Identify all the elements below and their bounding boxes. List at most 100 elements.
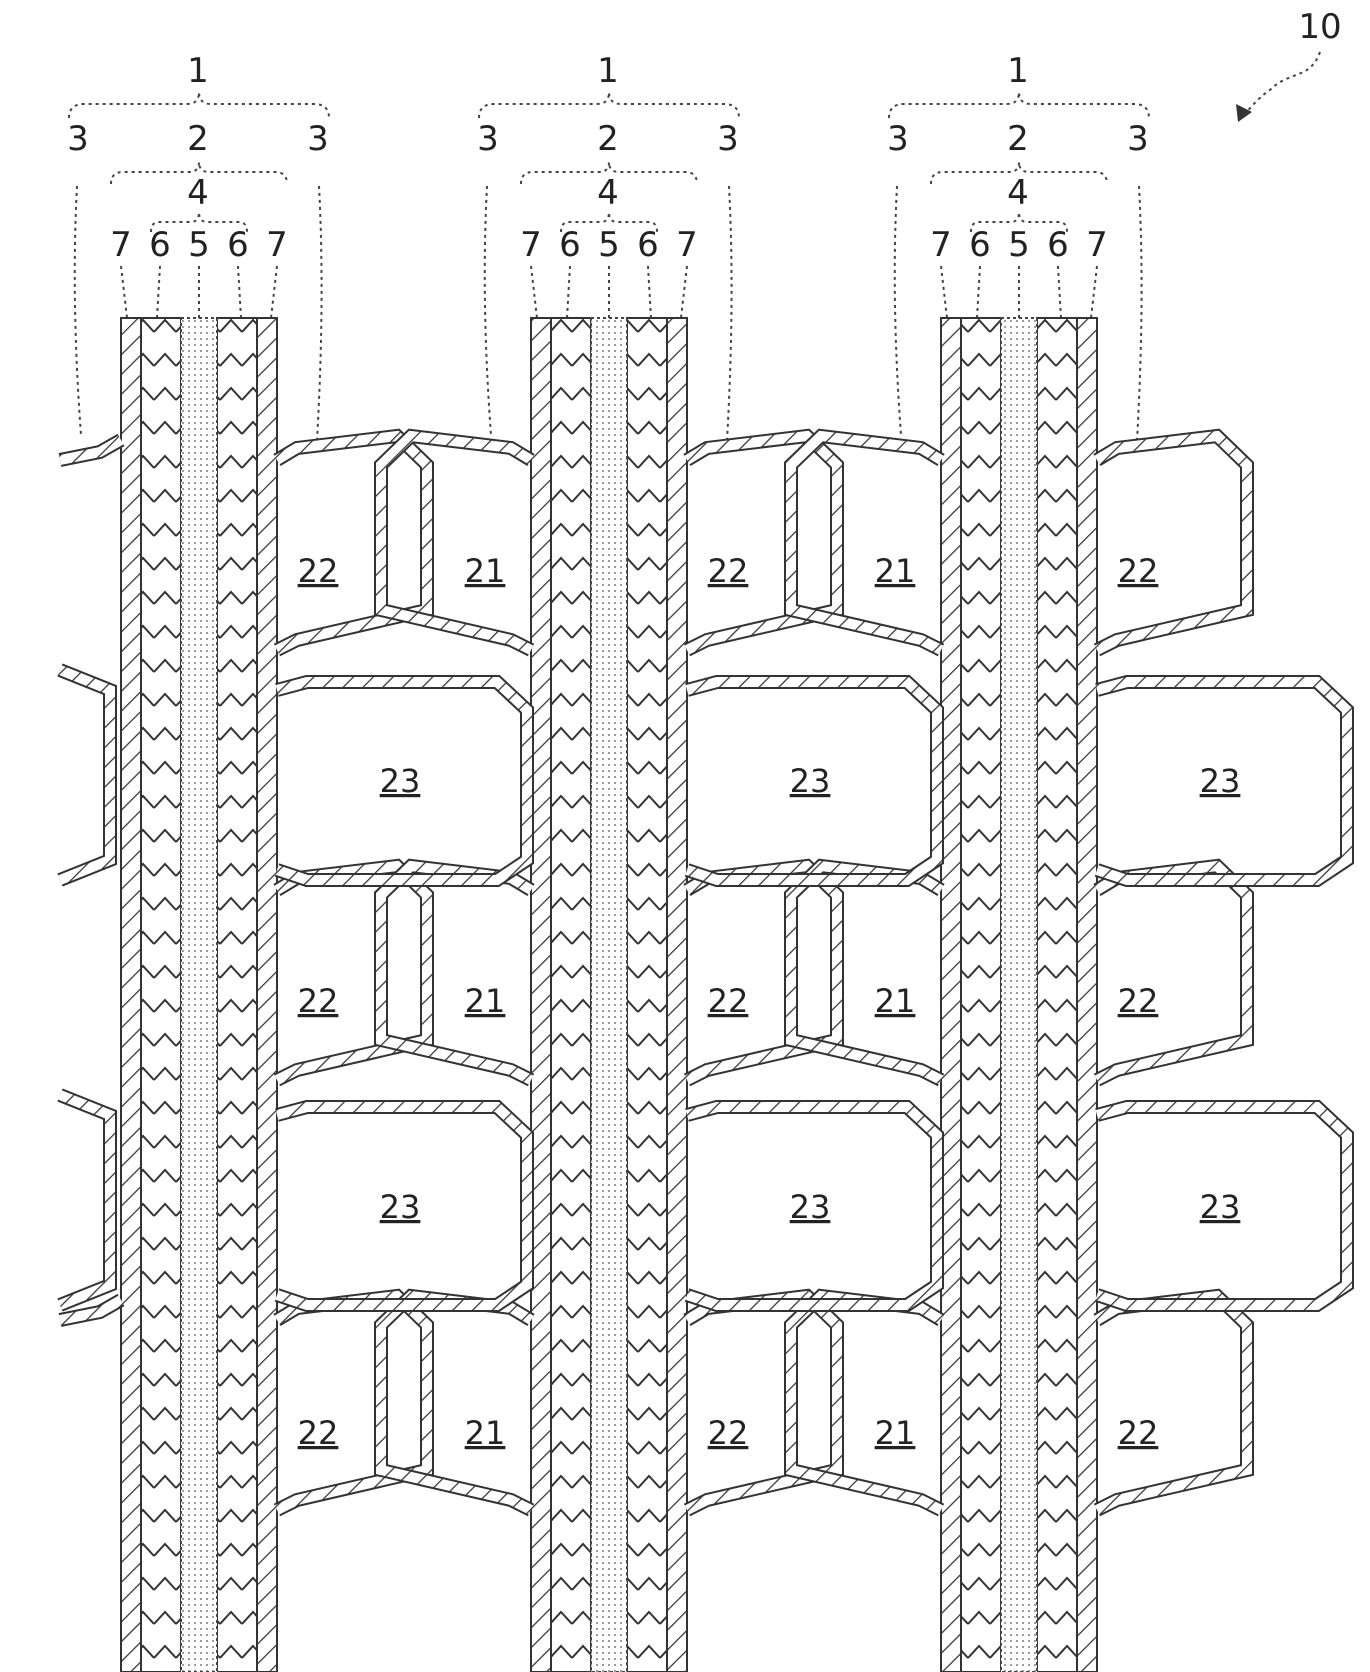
column-labels: 1 3 2 3 4 7 6 5 6 7 (477, 51, 739, 265)
label-2: 2 (1007, 119, 1029, 159)
leader-3-right (727, 186, 732, 440)
chevron-band-left (551, 318, 591, 1672)
label-3-left: 3 (887, 119, 909, 159)
leader-3-left (75, 186, 81, 435)
label-2: 2 (597, 119, 619, 159)
block-21-wall-fill (381, 436, 531, 650)
leader-3-left (485, 186, 491, 435)
label-3-right: 3 (1127, 119, 1149, 159)
layer-leader (157, 266, 160, 318)
label-7-left: 7 (110, 225, 132, 265)
layer-leader (121, 266, 127, 318)
label-1: 1 (1007, 51, 1029, 91)
region-21: 21 (875, 1414, 916, 1452)
center-band (591, 318, 627, 1672)
block-22-wall-fill (1097, 866, 1247, 1080)
region-21: 21 (465, 552, 506, 590)
label-6-left: 6 (149, 225, 171, 265)
block-21-wall-fill (381, 866, 531, 1080)
block-21-wall-fill (791, 866, 941, 1080)
label-5: 5 (1008, 225, 1030, 265)
region-21: 21 (875, 982, 916, 1020)
outer-wall-right (667, 318, 687, 1672)
region-22: 22 (708, 982, 749, 1020)
leader-3-left (895, 186, 901, 435)
layer-leader (941, 266, 947, 318)
region-23: 23 (1200, 1188, 1241, 1226)
layer-leader (977, 266, 980, 318)
label-4: 4 (1007, 173, 1029, 213)
figure-reference-number: 10 (1298, 7, 1341, 47)
label-6-right: 6 (227, 225, 249, 265)
column-labels: 1 3 2 3 4 7 6 5 6 7 (887, 51, 1149, 265)
layer-leader (567, 266, 570, 318)
labels: 1 3 2 3 4 7 6 5 6 7 1 3 2 3 4 7 6 5 6 7 … (67, 51, 1149, 265)
outer-wall-right (257, 318, 277, 1672)
label-5: 5 (188, 225, 210, 265)
leader-3-right (1137, 186, 1142, 440)
label-7-right: 7 (676, 225, 698, 265)
layer-leader (1091, 266, 1097, 318)
label-3-right: 3 (717, 119, 739, 159)
layer-leader (271, 266, 277, 318)
center-band (1001, 318, 1037, 1672)
region-22: 22 (298, 1414, 339, 1452)
outer-wall-left (531, 318, 551, 1672)
edge-stub-fill (60, 1095, 110, 1305)
bracket-1 (69, 92, 329, 118)
edge-stub (60, 1095, 110, 1305)
edge-stub-fill (60, 670, 110, 880)
region-21: 21 (875, 552, 916, 590)
region-22: 22 (708, 1414, 749, 1452)
chevron-band-right (1037, 318, 1077, 1672)
edge-stub (60, 670, 110, 880)
block-21-wall-fill (381, 1296, 531, 1510)
region-22: 22 (1118, 1414, 1159, 1452)
label-6-left: 6 (969, 225, 991, 265)
label-3-left: 3 (477, 119, 499, 159)
label-4: 4 (187, 173, 209, 213)
label-3-right: 3 (307, 119, 329, 159)
region-21: 21 (465, 982, 506, 1020)
region-22: 22 (298, 552, 339, 590)
reference-leader (1240, 52, 1320, 118)
region-22: 22 (708, 552, 749, 590)
chevron-band-left (961, 318, 1001, 1672)
block-22-wall-fill (1097, 1296, 1247, 1510)
outer-wall-left (121, 318, 141, 1672)
label-7-right: 7 (1086, 225, 1108, 265)
block-22-wall-fill (1097, 436, 1247, 650)
outer-wall-right (1077, 318, 1097, 1672)
label-3-left: 3 (67, 119, 89, 159)
block-21-wall-fill (791, 1296, 941, 1510)
layer-leader (531, 266, 537, 318)
chevron-band-left (141, 318, 181, 1672)
region-21: 21 (465, 1414, 506, 1452)
region-22: 22 (1118, 982, 1159, 1020)
leader-3-right (317, 186, 322, 440)
block-21-wall-fill (791, 436, 941, 650)
region-23: 23 (790, 1188, 831, 1226)
label-6-right: 6 (1047, 225, 1069, 265)
layer-leader (648, 266, 651, 318)
region-23: 23 (1200, 762, 1241, 800)
bracket-1 (889, 92, 1149, 118)
chevron-band-right (627, 318, 667, 1672)
label-6-left: 6 (559, 225, 581, 265)
label-7-left: 7 (930, 225, 952, 265)
center-band (181, 318, 217, 1672)
label-4: 4 (597, 173, 619, 213)
label-7-right: 7 (266, 225, 288, 265)
bracket-1 (479, 92, 739, 118)
label-7-left: 7 (520, 225, 542, 265)
label-1: 1 (187, 51, 209, 91)
edge-stub-fill (60, 440, 121, 460)
region-23: 23 (790, 762, 831, 800)
region-22: 22 (1118, 552, 1159, 590)
region-23: 23 (380, 1188, 421, 1226)
outer-wall-left (941, 318, 961, 1672)
chevron-band-right (217, 318, 257, 1672)
label-1: 1 (597, 51, 619, 91)
column-labels: 1 3 2 3 4 7 6 5 6 7 (67, 51, 329, 265)
